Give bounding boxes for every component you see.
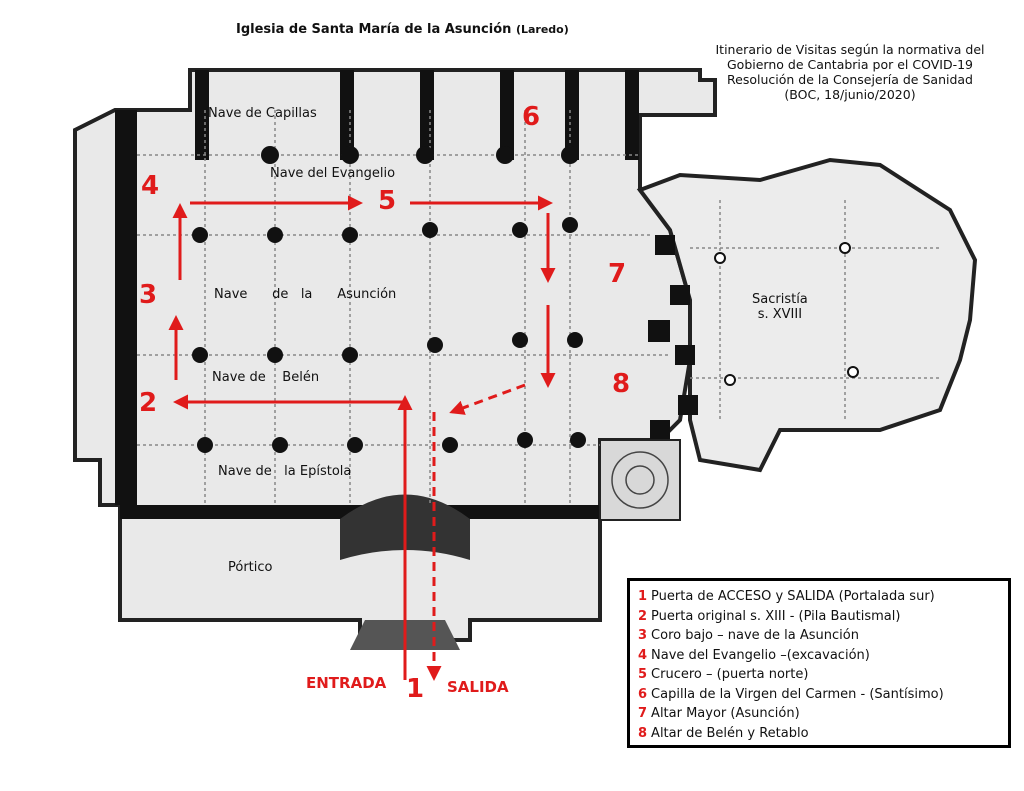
legend-number: 4: [638, 647, 648, 663]
label-sacristia-name: Sacristía: [752, 292, 808, 307]
pillars: [192, 146, 586, 453]
legend-text: Puerta de ACCESO y SALIDA (Portalada sur…: [651, 589, 935, 604]
rosette-chapel: [599, 439, 681, 521]
visit-info: Itinerario de Visitas según la normativa…: [690, 42, 1010, 102]
legend-number: 8: [638, 725, 648, 741]
buttresses: [195, 70, 639, 160]
route-number-6: 6: [522, 102, 541, 132]
sacristy-columns: [714, 242, 859, 386]
route-number-7: 7: [608, 259, 627, 289]
route-arrows: [168, 195, 556, 680]
legend-text: Crucero – (puerta norte): [651, 667, 809, 682]
legend-text: Capilla de la Virgen del Carmen - (Santí…: [651, 686, 944, 702]
route-number-8: 8: [612, 369, 631, 399]
label-portico: Pórtico: [228, 560, 273, 575]
legend-text: Coro bajo – nave de la Asunción: [651, 628, 859, 643]
route-number-1: 1: [406, 674, 425, 704]
exit-label: SALIDA: [447, 678, 509, 696]
legend-number: 3: [638, 628, 648, 643]
route-number-4: 4: [141, 171, 160, 201]
title-sub: (Laredo): [515, 23, 569, 36]
legend-number: 5: [638, 667, 648, 682]
label-nave-epistola: Nave de la Epístola: [218, 464, 352, 479]
route-number-3: 3: [139, 280, 158, 310]
label-nave-capillas: Nave de Capillas: [208, 106, 317, 121]
legend-text: Puerta original s. XIII - (Pila Bautisma…: [651, 608, 901, 624]
legend-text: Altar de Belén y Retablo: [651, 725, 809, 741]
map-title: Iglesia de Santa María de la Asunción (L…: [236, 22, 569, 37]
north-wall: [115, 110, 137, 505]
label-sacristia: Sacristía s. XVIII: [752, 292, 808, 322]
legend-text: Nave del Evangelio –(excavación): [651, 647, 870, 663]
label-nave-asuncion: Nave de la Asunción: [214, 287, 397, 302]
label-sacristia-century: s. XVIII: [757, 307, 803, 322]
label-nave-evangelio: Nave del Evangelio: [270, 166, 396, 181]
label-nave-belen: Nave de Belén: [212, 370, 320, 385]
legend-text: Altar Mayor (Asunción): [651, 706, 800, 721]
exit-route: [426, 383, 526, 681]
info-line: Resolución de la Consejería de Sanidad: [727, 72, 973, 87]
info-line: (BOC, 18/junio/2020): [784, 87, 916, 102]
route-number-2: 2: [139, 388, 158, 418]
info-line: Gobierno de Cantabria por el COVID-19: [726, 57, 973, 72]
title-main: Iglesia de Santa María de la Asunción: [236, 22, 512, 37]
legend-number: 1: [638, 589, 648, 604]
legend-number: 6: [638, 686, 648, 702]
legend-number: 2: [638, 608, 648, 624]
info-line: Itinerario de Visitas según la normativa…: [715, 42, 985, 57]
legend-number: 7: [638, 706, 648, 721]
apse-buttresses: [648, 235, 698, 440]
entrance-label: ENTRADA: [306, 674, 387, 692]
route-number-5: 5: [378, 186, 397, 216]
